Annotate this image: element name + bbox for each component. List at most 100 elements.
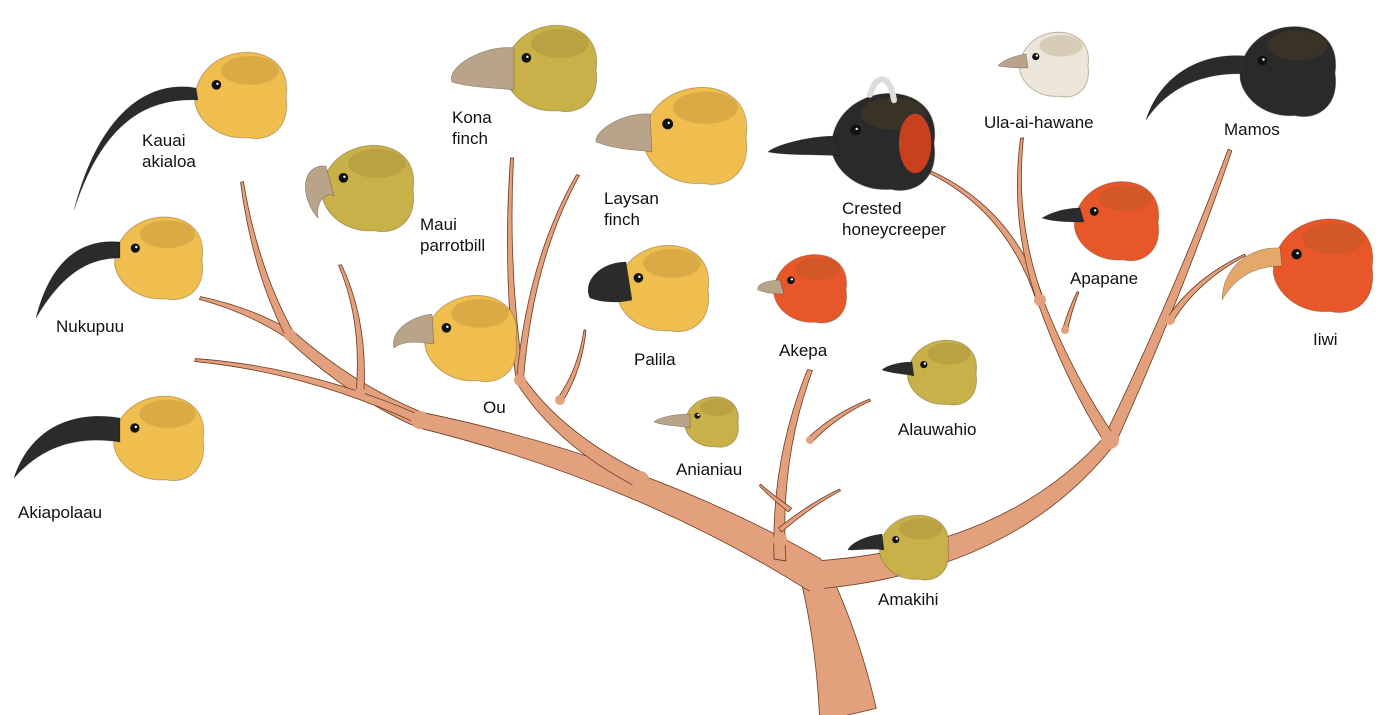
branch-joint <box>514 374 526 386</box>
eye <box>442 323 452 333</box>
branch-joint <box>799 559 831 591</box>
crown-shading <box>643 249 701 278</box>
eye-highlight <box>1262 58 1264 60</box>
bird-head-palila <box>588 245 709 331</box>
branch-segment <box>417 413 821 591</box>
label-ou: Ou <box>483 397 506 418</box>
eye <box>850 124 861 135</box>
eye <box>1032 53 1039 60</box>
label-apapane: Apapane <box>1070 268 1138 289</box>
branch-joint <box>411 411 429 429</box>
crown-shading <box>140 400 196 428</box>
eye-highlight <box>1296 252 1298 254</box>
branch-joint <box>806 436 814 444</box>
branch-segment <box>557 330 586 401</box>
bird-head-mamos <box>1146 27 1336 120</box>
bird-head-maui-parrotbill <box>305 145 413 231</box>
eye <box>662 119 673 130</box>
crown-shading <box>531 29 589 58</box>
nape-patch <box>899 114 931 173</box>
eye <box>787 277 795 285</box>
bill-shape <box>588 262 632 302</box>
label-kona-finch: Konafinch <box>452 107 492 149</box>
eye-highlight <box>668 122 670 124</box>
label-anianiau: Anianiau <box>676 459 742 480</box>
label-mamos: Mamos <box>1224 119 1280 140</box>
label-palila: Palila <box>634 349 676 370</box>
eye-highlight <box>896 537 898 539</box>
bill-shape <box>14 416 120 478</box>
crown-shading <box>1099 185 1152 211</box>
branch-segment <box>195 359 422 425</box>
eye-highlight <box>135 246 137 248</box>
eye <box>522 53 532 63</box>
crown-shading <box>673 92 738 124</box>
branch-segment <box>1037 299 1115 443</box>
eye <box>339 173 349 183</box>
bill-shape <box>882 362 914 376</box>
crown-shading <box>1268 31 1328 61</box>
eye-highlight <box>446 326 448 328</box>
label-nukupuu: Nukupuu <box>56 316 124 337</box>
branch-joint <box>284 329 296 341</box>
branch-segment <box>808 399 870 442</box>
eye-highlight <box>216 83 218 85</box>
crown-shading <box>1039 35 1082 57</box>
eye <box>920 361 927 368</box>
crown-shading <box>1302 223 1364 254</box>
bill-shape <box>451 48 514 90</box>
branch-joint <box>1061 326 1069 334</box>
eye-highlight <box>526 56 528 58</box>
crown-shading <box>927 343 970 365</box>
crown-shading <box>221 56 279 85</box>
bird-head-crested-honeycreeper <box>768 79 935 190</box>
bird-head-apapane <box>1042 182 1159 261</box>
branch-joint <box>773 533 787 547</box>
eye-highlight <box>1094 209 1096 211</box>
branch-joint <box>355 387 365 397</box>
branch-segment <box>517 175 580 381</box>
bird-head-anianiau <box>654 397 738 447</box>
branch-joint <box>555 395 565 405</box>
eye <box>1258 56 1268 66</box>
branch-segment <box>800 572 876 715</box>
bird-head-iiwi <box>1222 219 1373 312</box>
crown-shading <box>899 518 942 540</box>
bill-shape <box>758 280 784 294</box>
bill-shape <box>36 242 120 318</box>
bird-head-ou <box>394 295 517 381</box>
crown-shading <box>140 221 195 249</box>
bill-shape <box>768 136 840 156</box>
branch-joint <box>1034 294 1046 306</box>
bird-head-akepa <box>758 255 847 323</box>
label-akiapolaau: Akiapolaau <box>18 502 102 523</box>
eye-highlight <box>791 278 793 280</box>
label-alauwahio: Alauwahio <box>898 419 976 440</box>
bill-shape <box>998 54 1028 68</box>
bird-head-akiapolaau <box>14 396 204 480</box>
bird-head-laysan-finch <box>596 87 747 184</box>
eye <box>212 80 222 90</box>
crown-shading <box>795 258 841 281</box>
bird-head-nukupuu <box>36 217 203 318</box>
eye <box>1090 207 1099 216</box>
eye-highlight <box>135 426 137 428</box>
eye-highlight <box>856 128 858 130</box>
bill-shape <box>848 534 884 550</box>
eye-highlight <box>638 276 640 278</box>
bill-shape <box>394 314 434 348</box>
branch-segment <box>1063 292 1079 331</box>
bird-head-alauwahio <box>882 340 976 405</box>
bird-head-kona-finch <box>451 25 596 111</box>
label-amakihi: Amakihi <box>878 589 938 610</box>
bill-shape <box>654 414 690 428</box>
eye <box>130 423 139 432</box>
branch-segment <box>1017 138 1043 301</box>
branch-joint <box>1101 431 1119 449</box>
bill-shape <box>596 114 652 152</box>
